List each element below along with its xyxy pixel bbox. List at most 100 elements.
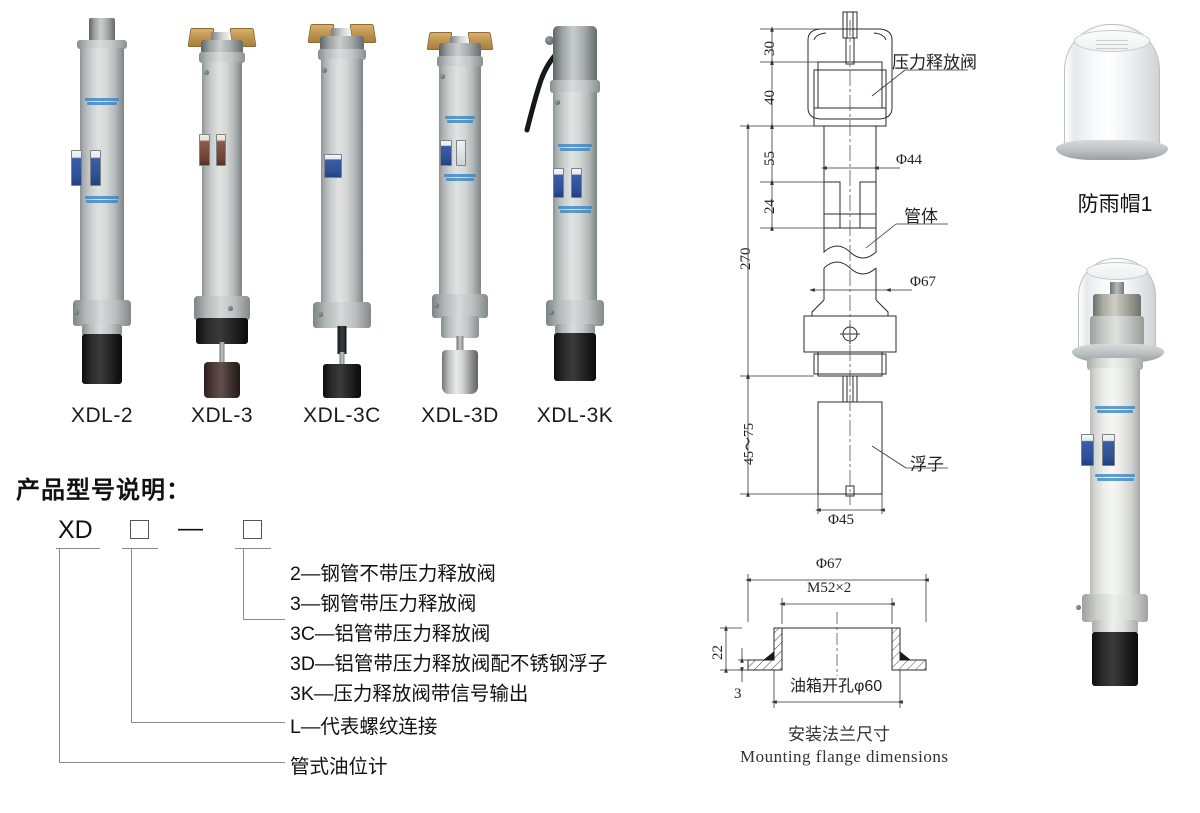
screw-dot bbox=[549, 310, 554, 315]
code-box-middle bbox=[130, 520, 149, 539]
dim-phi-67: Φ67 bbox=[910, 274, 936, 290]
float-stem bbox=[219, 342, 225, 364]
suffix-desc-3: 3C—铝管带压力释放阀 bbox=[290, 623, 491, 645]
tube-body bbox=[202, 62, 242, 302]
float-stem-upper bbox=[337, 326, 347, 354]
screw-dot bbox=[434, 303, 439, 308]
mounting-flange bbox=[432, 294, 488, 318]
thread-collar bbox=[441, 316, 479, 338]
sight-glass-left bbox=[1081, 434, 1094, 466]
leader-suffix-horizontal bbox=[243, 619, 285, 621]
dim-55: 55 bbox=[762, 151, 778, 166]
middle-desc: L—代表螺纹连接 bbox=[290, 716, 438, 738]
sight-glass-right bbox=[90, 150, 101, 186]
flange-thread: M52×2 bbox=[807, 580, 852, 596]
raincap-marking bbox=[1096, 40, 1128, 50]
sight-glass-right bbox=[571, 168, 582, 198]
leader-middle-vertical bbox=[131, 548, 133, 723]
mounting-flange bbox=[194, 296, 250, 320]
product-label-xdl-3d: XDL-3D bbox=[421, 404, 499, 427]
flange-outer-diameter: Φ67 bbox=[816, 556, 842, 572]
top-collar bbox=[550, 80, 600, 93]
installed-raincap-top bbox=[1086, 262, 1148, 280]
product-label-xdl-3k: XDL-3K bbox=[536, 404, 614, 427]
product-photo-row: XDL-2 XDL-3 bbox=[0, 0, 660, 450]
product-label-xdl-3c: XDL-3C bbox=[303, 404, 381, 427]
screw-dot bbox=[228, 306, 233, 311]
pressure-relief-valve-cap bbox=[320, 36, 364, 51]
sight-glass-window bbox=[324, 154, 342, 178]
suffix-desc-1: 2—钢管不带压力释放阀 bbox=[290, 563, 496, 585]
thread-collar bbox=[82, 324, 122, 336]
code-box-suffix bbox=[243, 520, 262, 539]
right-column: 防雨帽1 bbox=[1030, 0, 1200, 813]
dim-45-75: 45～75 bbox=[742, 423, 757, 465]
screw-dot bbox=[318, 312, 323, 317]
sight-glass-left bbox=[440, 140, 452, 166]
flange-height: 22 bbox=[710, 645, 726, 660]
sight-glass-left bbox=[553, 168, 564, 198]
valve-knob bbox=[450, 36, 470, 44]
screw-dot-top bbox=[555, 100, 560, 105]
sight-glass-right bbox=[1102, 434, 1115, 466]
level-gauge-section-view bbox=[740, 11, 968, 514]
float-black bbox=[554, 333, 596, 381]
float-stem bbox=[456, 336, 464, 352]
product-xdl-3: XDL-3 bbox=[152, 10, 292, 450]
pressure-relief-valve-cap bbox=[201, 40, 243, 54]
valve-head-knob bbox=[1110, 282, 1124, 296]
flange-caption-en: Mounting flange dimensions bbox=[740, 747, 949, 766]
suffix-desc-2: 3—钢管带压力释放阀 bbox=[290, 593, 477, 615]
pressure-relief-valve-cap bbox=[439, 43, 481, 58]
float-stainless-steel bbox=[442, 350, 478, 394]
underline-middle bbox=[122, 548, 158, 550]
thread-collar bbox=[1092, 620, 1138, 634]
underline-suffix bbox=[235, 548, 271, 550]
callout-tube-body: 管体 bbox=[904, 207, 938, 226]
dim-30: 30 bbox=[762, 41, 778, 56]
dim-24: 24 bbox=[762, 199, 778, 214]
flange-plate-thickness: 3 bbox=[734, 686, 742, 702]
cable-gland bbox=[545, 36, 554, 45]
top-collar bbox=[1087, 358, 1143, 370]
model-explanation-title: 产品型号说明： bbox=[16, 477, 191, 504]
float-brown bbox=[204, 362, 240, 398]
dim-phi-44: Φ44 bbox=[896, 152, 922, 168]
valve-knob bbox=[211, 32, 233, 41]
sight-glass-right bbox=[456, 140, 466, 166]
mounting-flange-drawing: Φ67 M52×2 22 3 油箱开孔φ60 安装法兰尺寸 Mounting f… bbox=[680, 540, 1030, 790]
cap-plain bbox=[89, 18, 115, 42]
screw-dot-top bbox=[322, 68, 327, 73]
raincap-top-ellipse bbox=[1074, 30, 1150, 52]
mounting-flange bbox=[546, 300, 604, 326]
mounting-flange bbox=[1082, 594, 1148, 622]
product-xdl-2: XDL-2 bbox=[32, 10, 172, 450]
leader-middle-horizontal bbox=[131, 722, 285, 724]
engineering-drawing: 30 40 55 24 270 45～75 Φ44 Φ67 Φ45 压力释放阀 … bbox=[700, 0, 1030, 540]
valve-knob bbox=[331, 28, 353, 37]
leader-prefix-horizontal bbox=[59, 762, 285, 764]
raincap-base-rim bbox=[1056, 140, 1168, 160]
valve-head-body bbox=[1093, 294, 1141, 318]
screw-dot bbox=[1076, 605, 1081, 610]
sight-glass-right bbox=[216, 134, 226, 166]
screw-dot-top bbox=[440, 74, 445, 79]
float-guide-block bbox=[196, 318, 248, 344]
product-xdl-3c: XDL-3C bbox=[272, 10, 412, 450]
code-prefix: XD bbox=[58, 516, 93, 544]
float-stem-lower bbox=[339, 352, 345, 366]
top-collar bbox=[437, 56, 483, 67]
callout-float: 浮子 bbox=[910, 455, 944, 474]
model-explanation-block: 产品型号说明： XD — 2—钢管不带压力释放阀 3—钢管带压力释放阀 3C—铝… bbox=[0, 470, 690, 813]
underline-prefix bbox=[56, 548, 100, 550]
top-collar bbox=[77, 40, 127, 49]
tube-body bbox=[80, 48, 124, 304]
product-label-xdl-3: XDL-3 bbox=[190, 404, 254, 427]
mounting-flange bbox=[73, 300, 131, 326]
valve-head-collar bbox=[1090, 316, 1144, 346]
base-desc: 管式油位计 bbox=[290, 756, 388, 778]
signal-head-housing bbox=[553, 26, 597, 82]
top-collar bbox=[318, 49, 366, 60]
gauge-with-raincap-photo bbox=[1030, 258, 1200, 688]
